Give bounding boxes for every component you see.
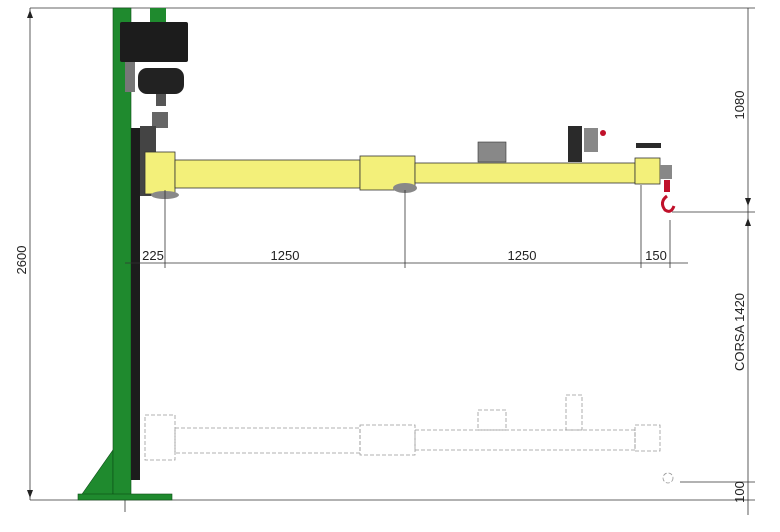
hook [660, 180, 676, 213]
dim-arm-1: 1250 [271, 248, 300, 263]
dim-100: 100 [732, 481, 747, 503]
lower-position-outline [144, 394, 674, 484]
dim-arm-2: 1250 [508, 248, 537, 263]
dim-150: 150 [645, 248, 667, 263]
dim-stroke-1420: CORSA 1420 [732, 293, 747, 371]
dim-2600: 2600 [14, 246, 29, 275]
column [77, 7, 173, 501]
dim-1080: 1080 [732, 91, 747, 120]
horizontal-dimensions: 225 1250 1250 150 [125, 185, 688, 268]
hoist [120, 22, 188, 196]
dim-225: 225 [142, 248, 164, 263]
jib-arm [144, 126, 672, 199]
